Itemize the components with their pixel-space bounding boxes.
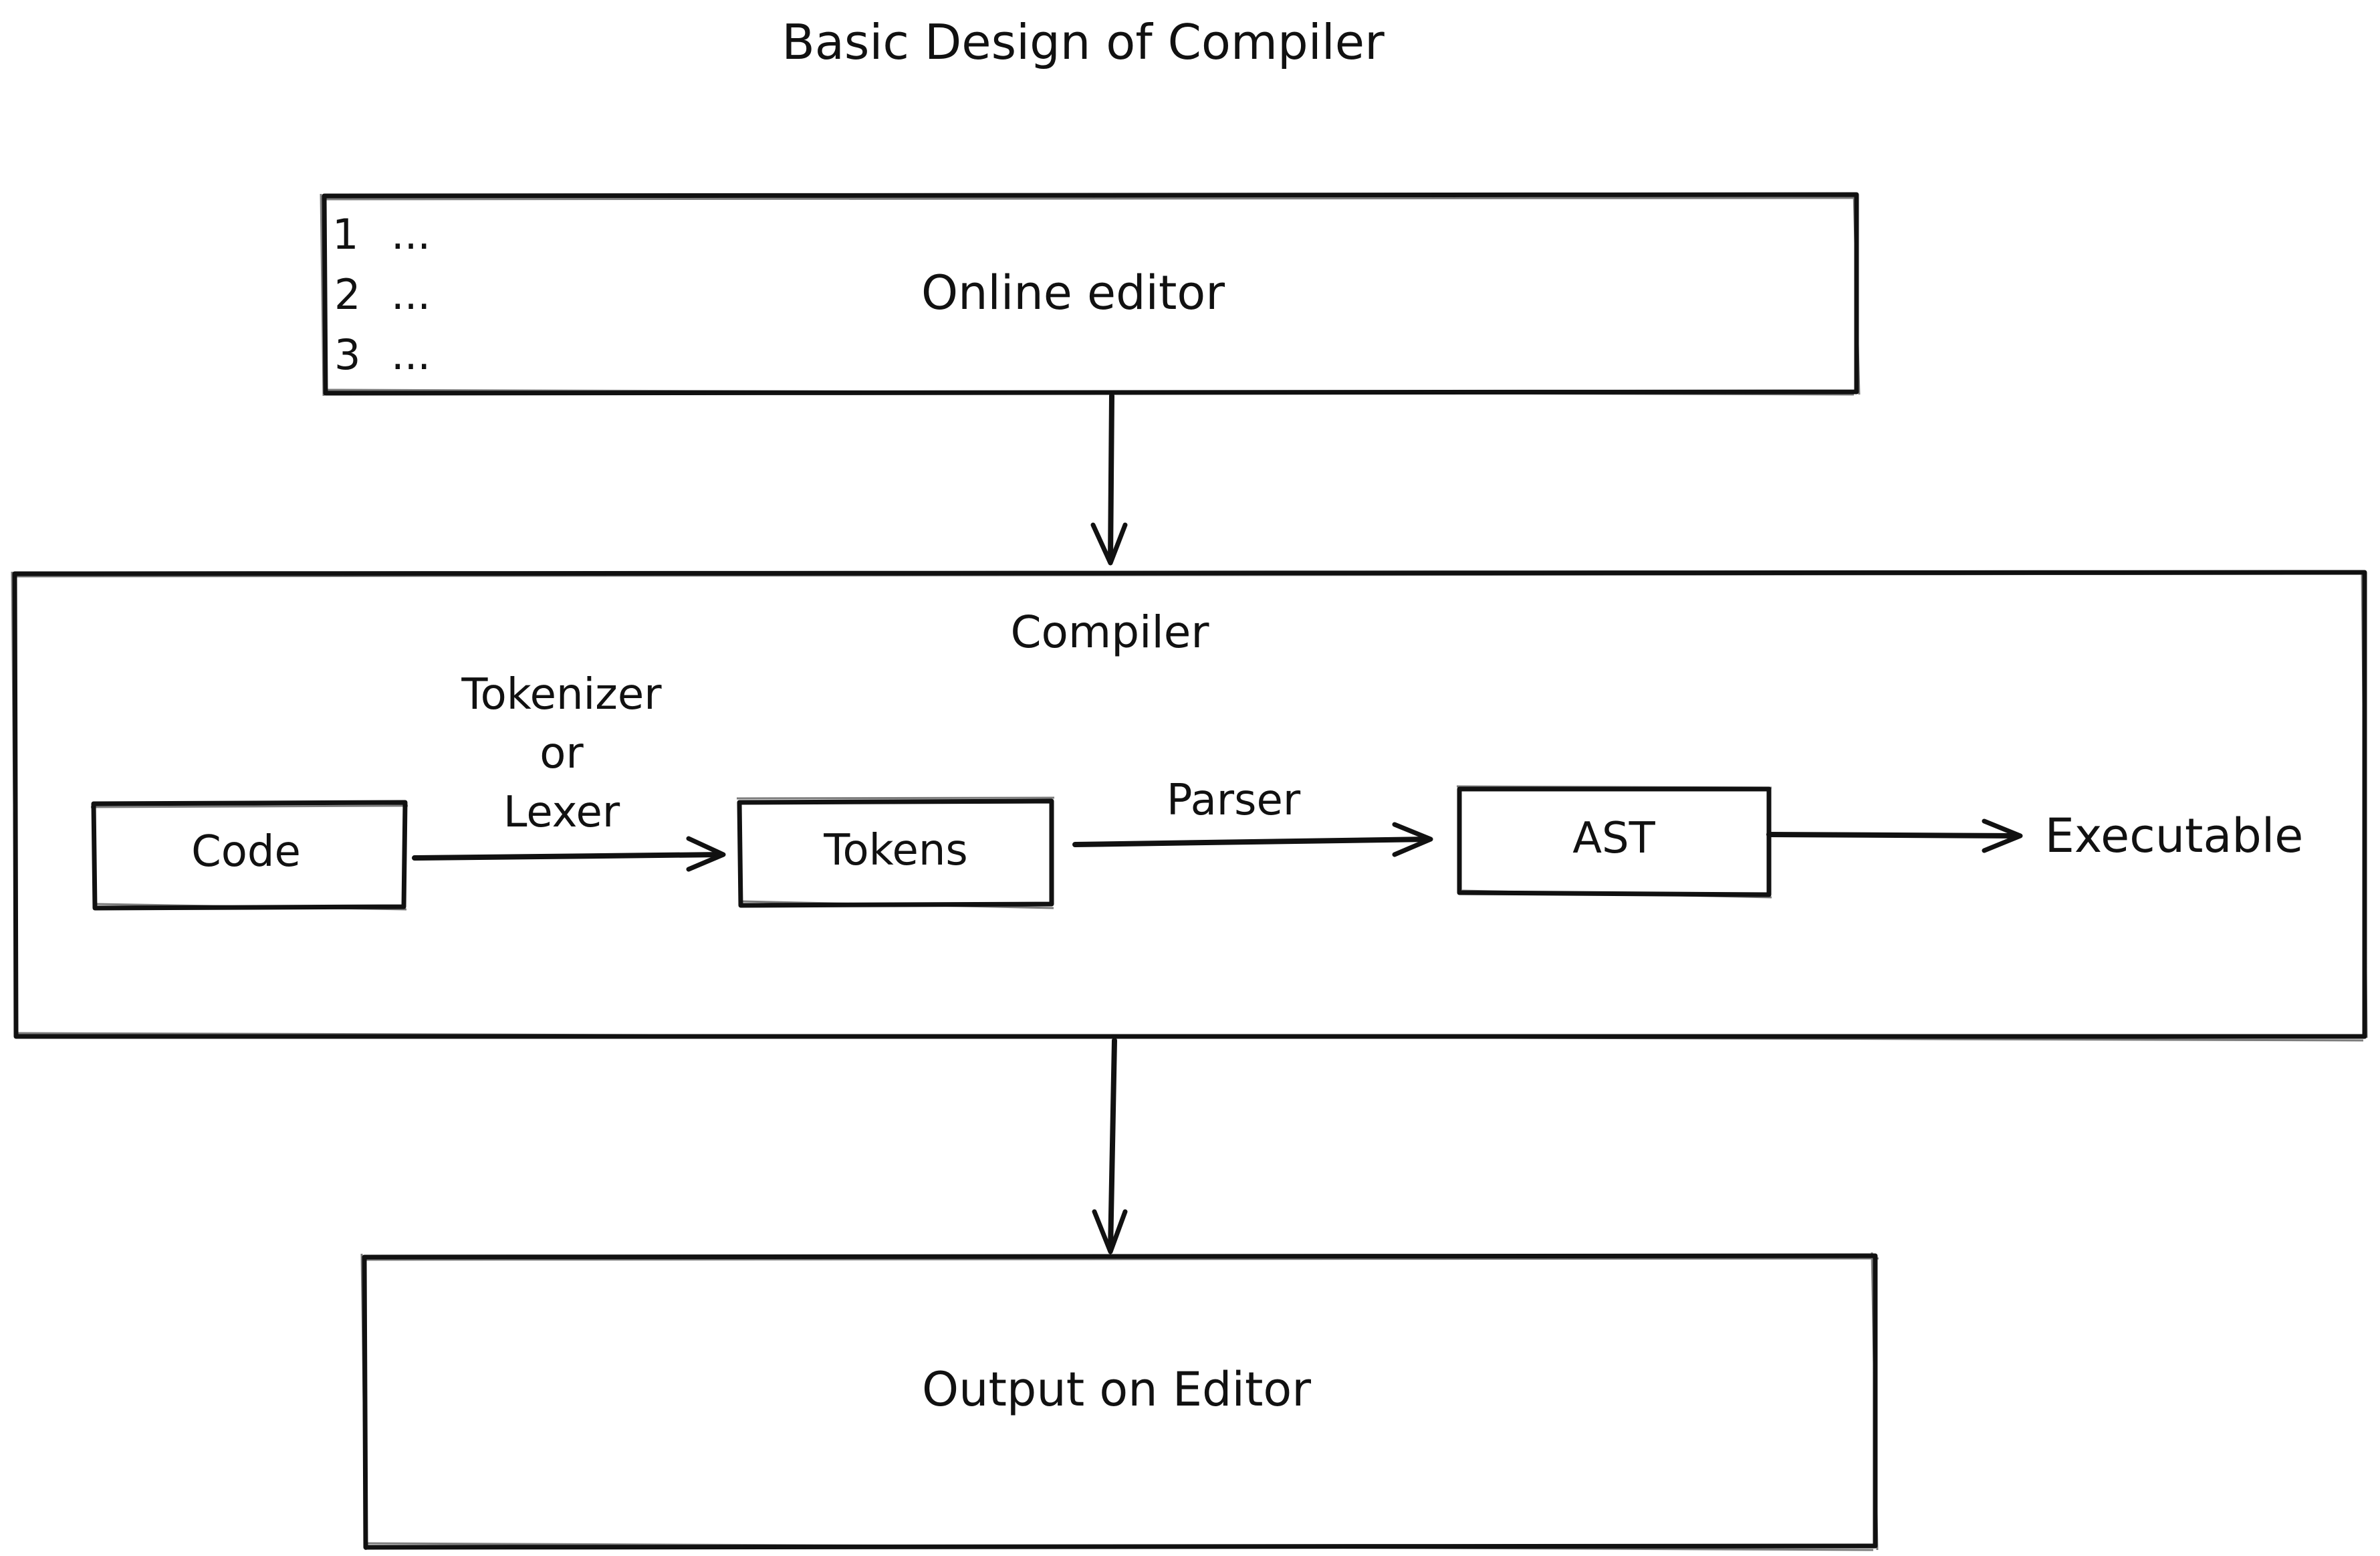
output-label: Output on Editor xyxy=(922,1362,1311,1417)
ast-box: AST xyxy=(1456,785,1772,899)
executable-label: Executable xyxy=(2045,808,2304,863)
online-editor-box: Online editor 1 ... 2 ... 3 ... xyxy=(320,192,1861,397)
line-text-2: ... xyxy=(391,270,431,319)
arrow-editor-to-compiler xyxy=(1090,393,1128,566)
compiler-box: Compiler Code Tokenizer or Lexer Tokens … xyxy=(11,570,2368,1042)
lexer-label: Lexer xyxy=(503,788,620,837)
line-number-3: 3 xyxy=(334,330,360,379)
line-number-1: 1 xyxy=(332,210,358,259)
or-label: or xyxy=(540,729,584,778)
tokens-label: Tokens xyxy=(823,826,967,875)
compiler-label: Compiler xyxy=(1010,606,1209,658)
tokens-box: Tokens xyxy=(736,796,1055,909)
tokenizer-label: Tokenizer xyxy=(461,670,662,719)
online-editor-label: Online editor xyxy=(921,265,1225,320)
arrow-tokens-to-ast xyxy=(1072,822,1433,857)
ast-label: AST xyxy=(1572,814,1655,863)
output-box: Output on Editor xyxy=(360,1252,1879,1551)
parser-label: Parser xyxy=(1167,776,1301,825)
arrow-code-to-tokens xyxy=(412,836,726,872)
code-label: Code xyxy=(191,827,301,877)
code-box: Code xyxy=(90,800,408,911)
line-text-3: ... xyxy=(391,330,431,379)
line-number-2: 2 xyxy=(334,270,360,319)
arrow-ast-to-executable xyxy=(1766,818,2023,853)
arrow-compiler-to-output xyxy=(1092,1038,1128,1254)
diagram-title: Basic Design of Compiler xyxy=(782,14,1385,70)
line-text-1: ... xyxy=(391,210,431,259)
